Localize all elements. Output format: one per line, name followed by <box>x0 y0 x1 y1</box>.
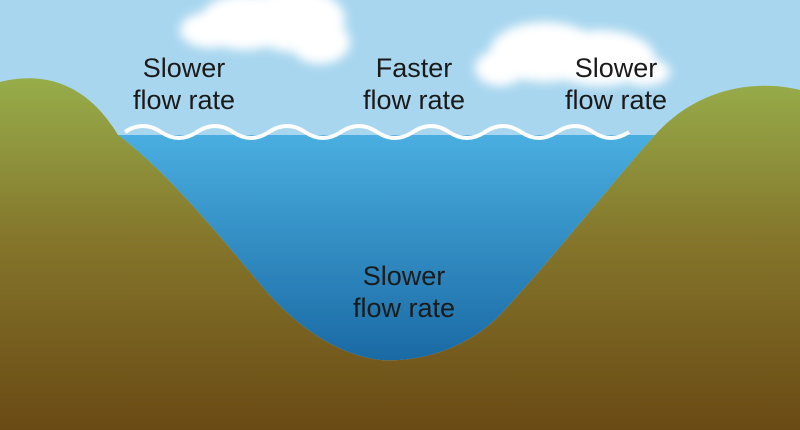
water-surface-wave <box>123 124 631 140</box>
label-line-1: Slower <box>362 261 446 291</box>
river-banks-ground <box>0 78 800 430</box>
label-line-1: Faster <box>375 53 453 83</box>
flow-rate-label-left-surface: Slower flow rate <box>74 52 294 116</box>
cloud-right <box>475 22 670 86</box>
label-line-1: Slower <box>142 53 226 83</box>
label-line-2: flow rate <box>132 85 236 115</box>
flow-rate-label-center-surface: Faster flow rate <box>304 52 524 116</box>
label-line-2: flow rate <box>564 85 668 115</box>
label-line-2: flow rate <box>362 85 466 115</box>
flow-rate-label-riverbed: Slower flow rate <box>294 260 514 324</box>
label-line-1: Slower <box>574 53 658 83</box>
label-line-2: flow rate <box>352 293 456 323</box>
river-water <box>118 135 655 361</box>
cloud-left <box>180 0 350 64</box>
flow-rate-label-right-surface: Slower flow rate <box>506 52 726 116</box>
